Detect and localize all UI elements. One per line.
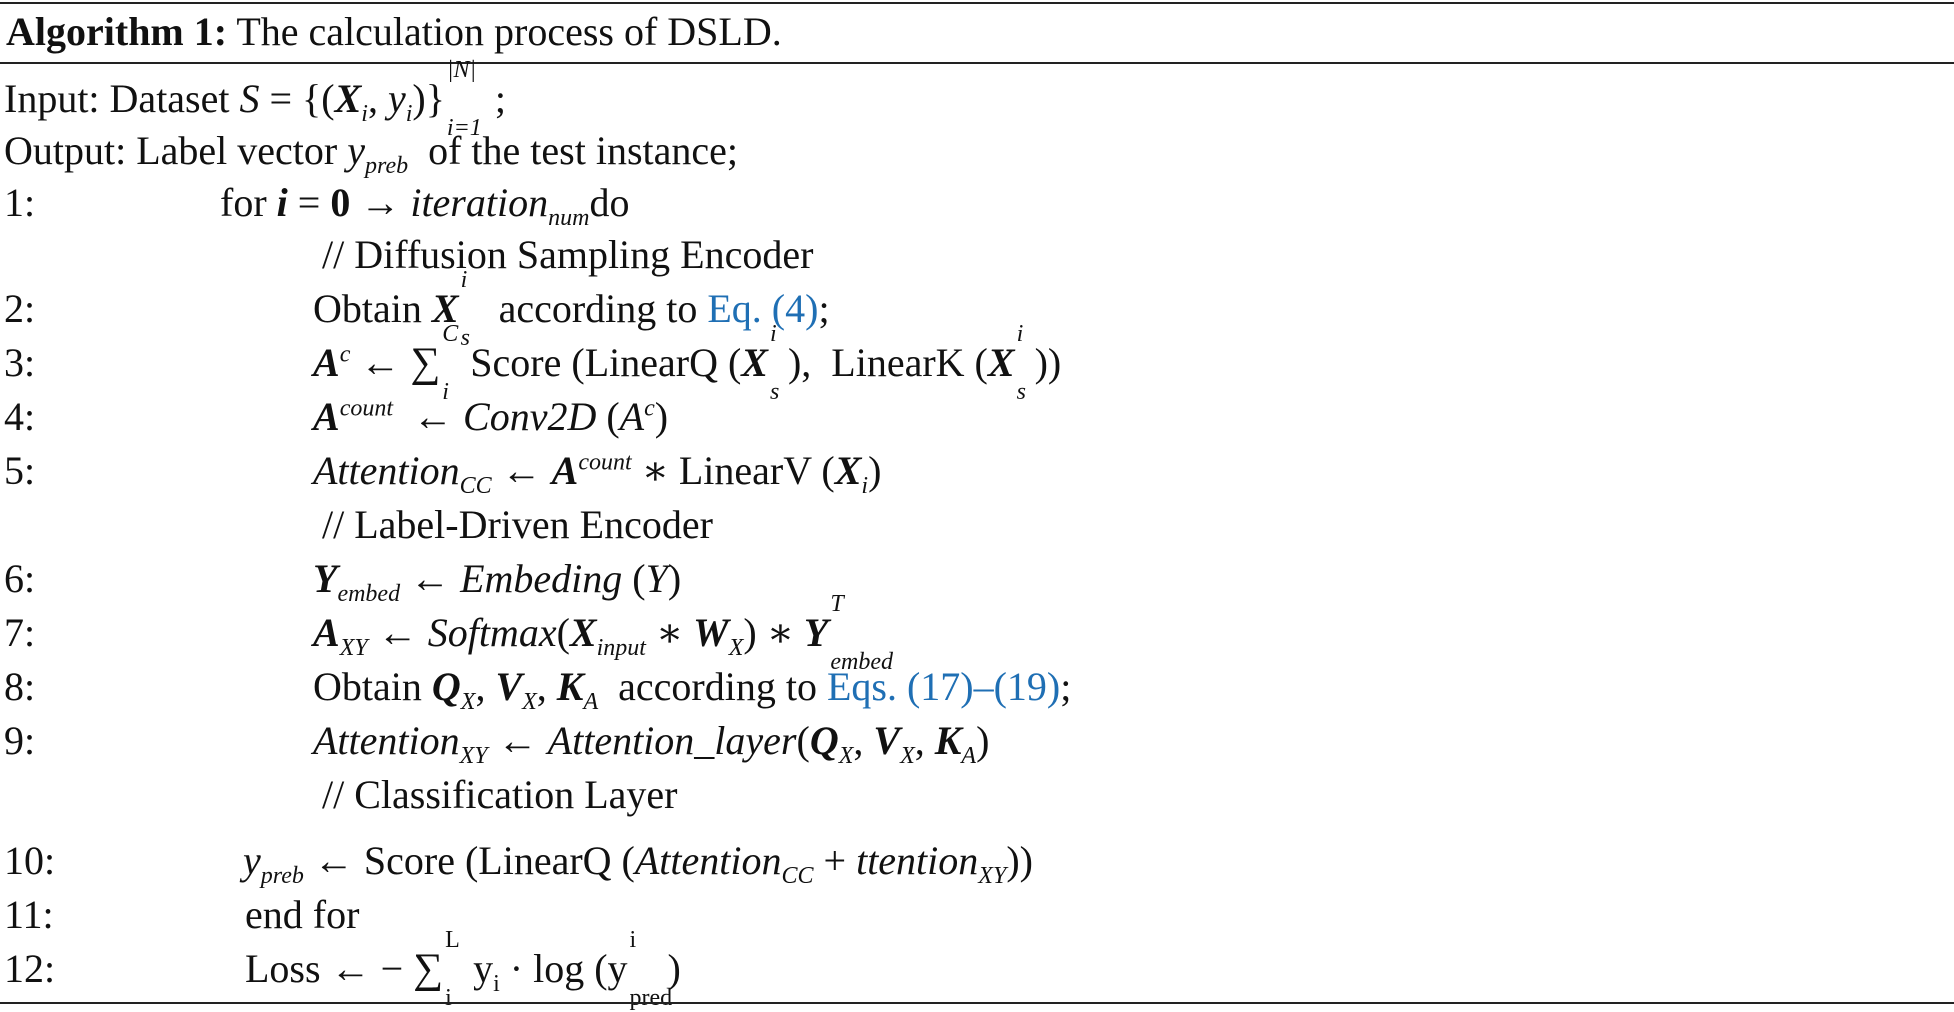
- algorithm-label: Algorithm 1:: [6, 9, 228, 54]
- comment-diffusion: // Diffusion Sampling Encoder: [322, 232, 814, 277]
- step-9: 9: AttentionXY ← Attention_layer(QX, VX,…: [4, 718, 990, 769]
- comment-classification: // Classification Layer: [322, 772, 678, 817]
- step-8: 8: Obtain QX, VX, KA according to Eqs. (…: [4, 664, 1072, 715]
- step-4: 4: Acount ← Conv2D (Ac): [4, 394, 669, 439]
- output-line: Output: Label vector ypreb of the test i…: [4, 128, 739, 179]
- algorithm-caption: The calculation process of DSLD.: [236, 9, 782, 54]
- output-label: Output: Label vector: [4, 128, 338, 173]
- eq-4-link[interactable]: Eq. (4): [707, 286, 819, 331]
- input-label: Input: Dataset: [4, 76, 230, 121]
- algorithm-title: Algorithm 1: The calculation process of …: [6, 4, 782, 60]
- top-rule: [0, 2, 1954, 4]
- input-line: Input: Dataset S = {(Xi, yi)}|N|i=1 ;: [4, 57, 507, 141]
- header-rule: [0, 62, 1954, 64]
- eqs-17-19-link[interactable]: Eqs. (17)–(19): [826, 664, 1061, 709]
- comment-label-driven: // Label-Driven Encoder: [322, 502, 713, 547]
- step-6: 6: Yembed ← Embeding (Y): [4, 556, 682, 607]
- step-1: 1: for i = 0 → iterationnumdo: [4, 180, 630, 231]
- step-11: 11: end for: [4, 892, 360, 937]
- bottom-rule: [0, 1002, 1954, 1004]
- step-10: 10: ypreb ← Score (LinearQ (AttentionCC …: [4, 838, 1033, 889]
- step-5: 5: AttentionCC ← Acount ∗ LinearV (Xi): [4, 448, 882, 499]
